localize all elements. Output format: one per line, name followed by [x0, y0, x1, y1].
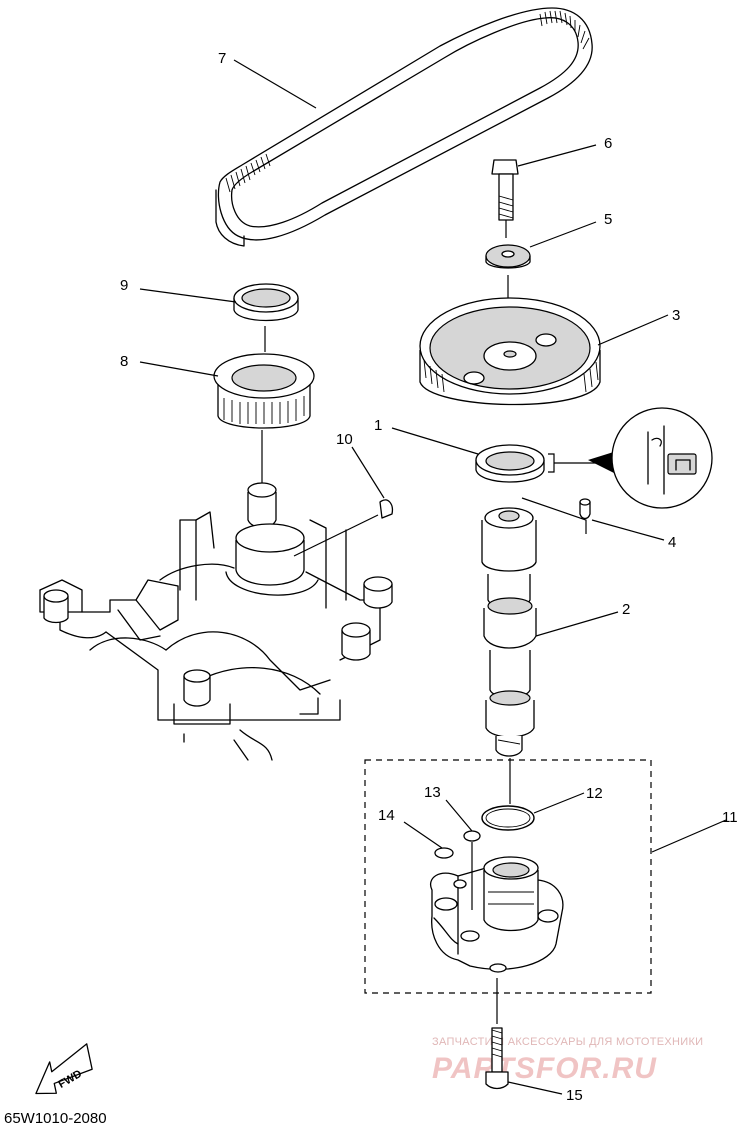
woodruff-key [379, 499, 394, 519]
dowel-pin [579, 498, 665, 541]
driven-pulley [419, 297, 669, 406]
timing-belt [215, 7, 593, 247]
bearing-seal [233, 283, 299, 352]
watermark: ЗАПЧАСТИ И АКСЕССУАРЫ ДЛЯ МОТОТЕХНИКИ PA… [432, 1036, 703, 1085]
label-14: 14 [378, 807, 395, 824]
label-5: 5 [604, 211, 612, 228]
watermark-caption: ЗАПЧАСТИ И АКСЕССУАРЫ ДЛЯ МОТОТЕХНИКИ [432, 1036, 703, 1048]
label-9: 9 [120, 277, 128, 294]
label-2: 2 [622, 601, 630, 618]
pump-bolt [485, 1027, 563, 1095]
oil-pump-group [364, 759, 727, 1024]
label-7: 7 [218, 50, 226, 67]
diagram-code: 65W1010-2080 [4, 1110, 107, 1127]
label-1: 1 [374, 417, 382, 434]
oil-seal [475, 444, 620, 483]
fwd-arrow-icon: FWD [35, 1043, 93, 1095]
cylinder-head [39, 482, 393, 761]
label-11: 11 [722, 809, 738, 826]
label-3: 3 [672, 307, 680, 324]
label-13: 13 [424, 784, 441, 801]
label-6: 6 [604, 135, 612, 152]
watermark-logo: PARTSFOR.RU [432, 1052, 657, 1085]
camshaft [481, 497, 619, 804]
label-10: 10 [336, 431, 353, 448]
part-labels: 7 6 5 3 9 8 10 1 4 2 12 13 14 11 15 [120, 50, 738, 1104]
pulley-bolt [491, 159, 519, 238]
label-15: 15 [566, 1087, 583, 1104]
label-4: 4 [668, 534, 676, 551]
label-12: 12 [586, 785, 603, 802]
seal-detail-callout [611, 407, 713, 509]
label-8: 8 [120, 353, 128, 370]
bearing-housing [213, 353, 315, 484]
